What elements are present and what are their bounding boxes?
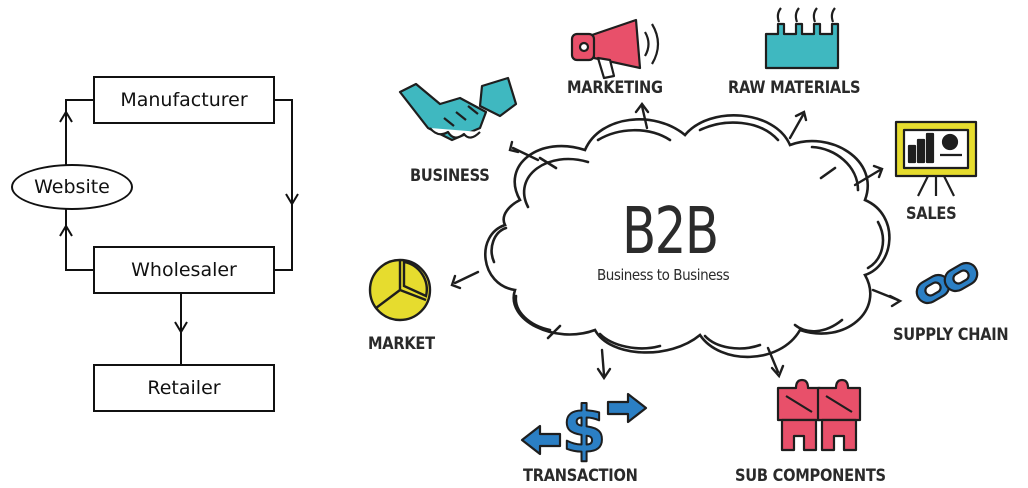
megaphone-icon <box>570 18 660 80</box>
sub-components-label: SUB COMPONENTS <box>735 466 886 486</box>
wholesaler-label: Wholesaler <box>131 259 237 281</box>
website-ellipse: Website <box>11 164 133 210</box>
retailer-box: Retailer <box>93 364 275 412</box>
b2b-arrows <box>450 102 903 381</box>
wholesaler-box: Wholesaler <box>93 246 275 294</box>
b2b-cloud <box>484 114 891 359</box>
sales-label: SALES <box>906 204 957 224</box>
handshake-icon <box>398 76 518 142</box>
svg-text:$: $ <box>562 394 607 468</box>
b2b-subtitle: Business to Business <box>597 266 730 284</box>
transaction-label: TRANSACTION <box>523 466 638 486</box>
sales-board-icon <box>894 120 978 197</box>
puzzle-figures-icon <box>776 378 862 452</box>
chain-icon <box>915 261 979 305</box>
manufacturer-label: Manufacturer <box>120 89 248 111</box>
supply-chain-label: SUPPLY CHAIN <box>893 325 1009 345</box>
website-label: Website <box>34 176 110 198</box>
b2b-title: B2B <box>622 195 719 269</box>
market-pie-icon <box>368 258 432 322</box>
manufacturer-box: Manufacturer <box>93 76 275 124</box>
dollar-arrows-icon: $ <box>520 392 648 469</box>
market-label: MARKET <box>368 334 435 354</box>
retailer-label: Retailer <box>147 377 221 399</box>
business-label: BUSINESS <box>410 166 490 186</box>
factory-icon <box>764 7 840 70</box>
raw-materials-label: RAW MATERIALS <box>728 78 861 98</box>
marketing-label: MARKETING <box>567 78 663 98</box>
